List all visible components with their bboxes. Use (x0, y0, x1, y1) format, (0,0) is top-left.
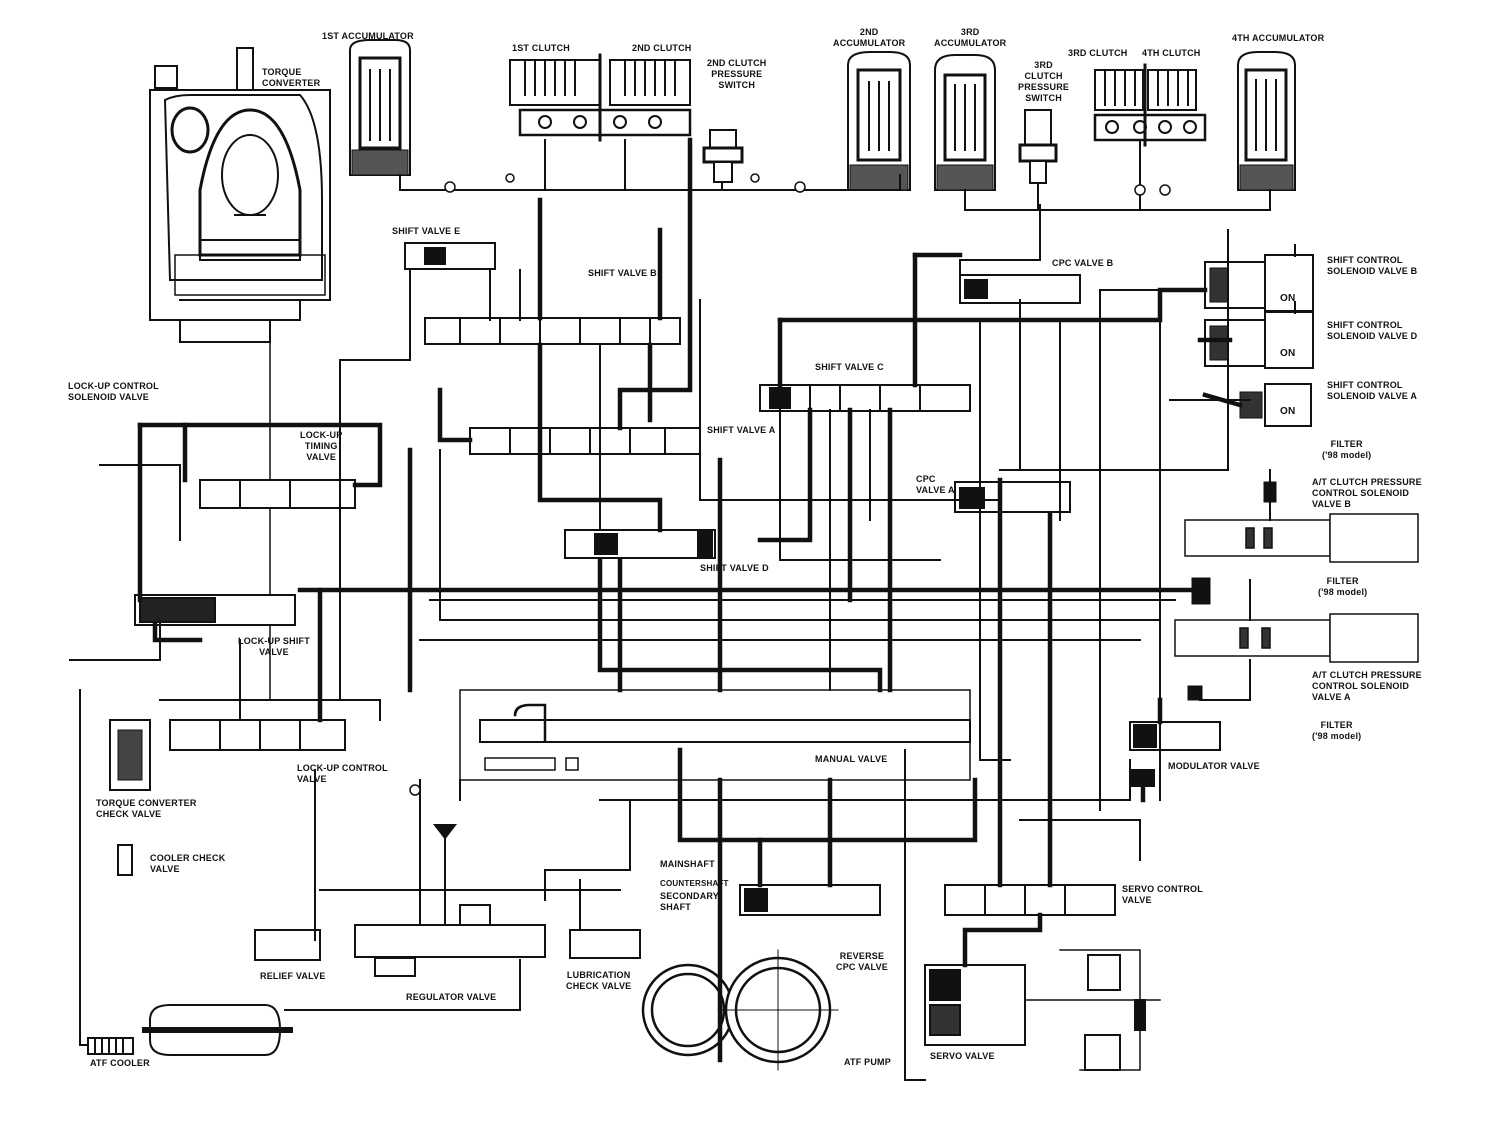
regulator-valve (354, 824, 546, 977)
second-accumulator (847, 51, 911, 191)
torque-converter-label: TORQUE CONVERTER (262, 67, 321, 88)
at-clutch-pressure-solenoid-a (1174, 613, 1419, 663)
shift-control-solenoid-b-label: SHIFT CONTROL SOLENOID VALVE B (1327, 255, 1418, 276)
second-clutch-pressure-switch (702, 129, 744, 183)
third-clutch-label: 3RD CLUTCH (1068, 48, 1128, 58)
filters (1187, 481, 1277, 701)
shift-valve-c (759, 384, 971, 412)
atf-pump (641, 949, 839, 1071)
second-accumulator-label: 2ND ACCUMULATOR (833, 27, 906, 48)
cpc-valve-b-label: CPC VALVE B (1052, 258, 1114, 268)
cooler-check-valve (117, 844, 133, 876)
filter-b-label: FILTER ('98 model) (1322, 439, 1372, 460)
third-clutch-pressure-switch (1018, 109, 1058, 184)
shift-valve-a-label: SHIFT VALVE A (707, 425, 776, 435)
hydraulic-lines-thick (137, 137, 1243, 1063)
servo-valve-label: SERVO VALVE (930, 1051, 995, 1061)
servo-valve (924, 949, 1161, 1071)
cooler-check-valve-label: COOLER CHECK VALVE (150, 853, 226, 874)
first-accumulator-label: 1ST ACCUMULATOR (322, 31, 414, 41)
manual-valve (459, 689, 971, 781)
manual-valve-label: MANUAL VALVE (815, 754, 888, 764)
check-balls (409, 173, 1171, 796)
cpc-valve-a (954, 481, 1071, 513)
mainshaft-label: MAINSHAFT (660, 859, 715, 869)
third-fourth-clutch (1093, 63, 1207, 147)
shift-valve-d-label: SHIFT VALVE D (700, 563, 769, 573)
countershaft-label: COUNTERSHAFT (660, 879, 729, 888)
shift-valve-b-label: SHIFT VALVE B (588, 268, 657, 278)
reverse-cpc-valve-label: REVERSE CPC VALVE (836, 951, 888, 972)
shift-control-solenoid-d (1204, 301, 1314, 369)
fourth-accumulator-label: 4TH ACCUMULATOR (1232, 33, 1325, 43)
lockup-shift-valve (134, 594, 296, 626)
at-clutch-pressure-solenoid-b (1184, 513, 1419, 563)
filter-low-label: FILTER ('98 model) (1312, 720, 1362, 741)
shift-control-solenoid-a (1239, 383, 1312, 427)
shift-valve-e-label: SHIFT VALVE E (392, 226, 461, 236)
solenoid-a-on: ON (1280, 406, 1296, 417)
third-clutch-pressure-switch-label: 3RD CLUTCH PRESSURE SWITCH (1018, 60, 1070, 103)
cpc-valve-b (959, 274, 1081, 304)
shift-control-solenoid-a-label: SHIFT CONTROL SOLENOID VALVE A (1327, 380, 1418, 401)
first-accumulator (349, 39, 411, 176)
shift-valve-d (564, 529, 716, 559)
lockup-shift-valve-label: LOCK-UP SHIFT VALVE (238, 636, 310, 657)
servo-control-valve (944, 884, 1116, 916)
lubrication-check-valve-label: LUBRICATION CHECK VALVE (566, 970, 632, 991)
fourth-accumulator (1237, 51, 1296, 191)
relief-valve-label: RELIEF VALVE (260, 971, 326, 981)
lockup-control-solenoid-label: LOCK-UP CONTROL SOLENOID VALVE (68, 381, 159, 402)
lockup-control-valve-label: LOCK-UP CONTROL VALVE (297, 763, 388, 784)
lockup-timing-valve-label: LOCK-UP TIMING VALVE (300, 430, 343, 462)
regulator-valve-label: REGULATOR VALVE (406, 992, 497, 1002)
lockup-control-valve (169, 719, 346, 751)
atf-pump-label: ATF PUMP (844, 1057, 891, 1067)
shift-valve-e (404, 242, 496, 270)
first-clutch-label: 1ST CLUTCH (512, 43, 570, 53)
atf-cooler-label: ATF COOLER (90, 1058, 150, 1068)
third-accumulator (934, 54, 996, 191)
modulator-valve (1129, 721, 1221, 787)
relief-valve (254, 929, 321, 961)
reverse-cpc-valve (739, 884, 881, 916)
servo-control-valve-label: SERVO CONTROL VALVE (1122, 884, 1203, 905)
shift-control-solenoid-d-label: SHIFT CONTROL SOLENOID VALVE D (1327, 320, 1418, 341)
second-clutch-pressure-switch-label: 2ND CLUTCH PRESSURE SWITCH (707, 58, 767, 90)
torque-converter (149, 47, 331, 701)
filter-mid-label: FILTER ('98 model) (1318, 576, 1368, 597)
solenoid-b-on: ON (1280, 293, 1296, 304)
cpc-valve-a-label: CPC VALVE A (916, 474, 955, 495)
shift-valve-b (424, 317, 681, 345)
third-accumulator-label: 3RD ACCUMULATOR (934, 27, 1007, 48)
atf-cooler (87, 1004, 293, 1056)
at-clutch-solenoid-b-label: A/T CLUTCH PRESSURE CONTROL SOLENOID VAL… (1312, 477, 1422, 509)
secondary-shaft-label: SECONDARY SHAFT (660, 891, 719, 912)
at-clutch-solenoid-a-label: A/T CLUTCH PRESSURE CONTROL SOLENOID VAL… (1312, 670, 1422, 702)
second-clutch-label: 2ND CLUTCH (632, 43, 692, 53)
torque-converter-check-valve (109, 719, 151, 791)
shift-control-solenoid-b (1204, 244, 1314, 312)
solenoid-d-on: ON (1280, 348, 1296, 359)
lubrication-check-valve (569, 929, 641, 959)
torque-converter-check-valve-label: TORQUE CONVERTER CHECK VALVE (96, 798, 197, 819)
fourth-clutch-label: 4TH CLUTCH (1142, 48, 1201, 58)
shift-valve-a (469, 427, 701, 455)
lockup-timing-valve (199, 479, 356, 509)
shift-valve-c-label: SHIFT VALVE C (815, 362, 884, 372)
first-second-clutch (509, 53, 692, 142)
modulator-valve-label: MODULATOR VALVE (1168, 761, 1260, 771)
